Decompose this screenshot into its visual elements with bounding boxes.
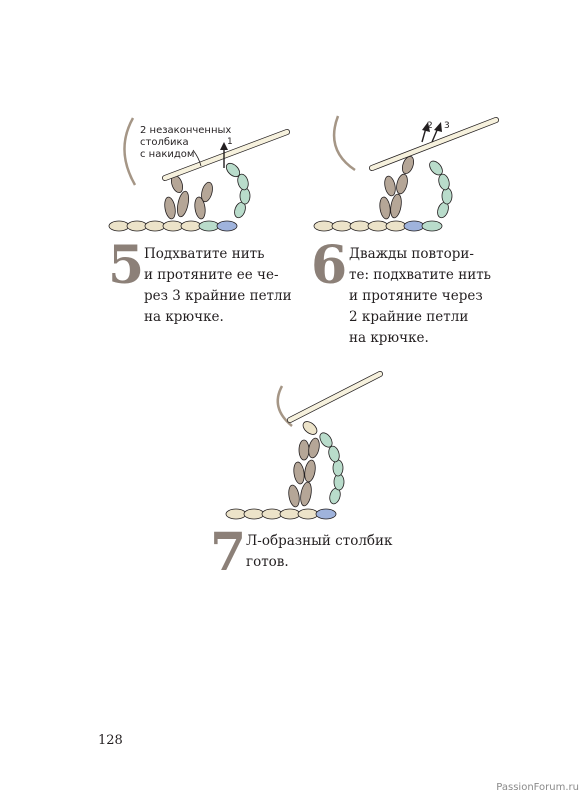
- step-6-number: 6: [311, 235, 348, 296]
- step-7-illustration: [225, 371, 383, 520]
- step-5-number: 5: [108, 235, 145, 296]
- page-number: 128: [98, 733, 123, 748]
- step-6-arrow-label-3: 3: [444, 121, 450, 131]
- step-5-arrow-label-1: 1: [227, 137, 233, 147]
- step-5-illustration: [108, 117, 290, 232]
- step-6-text: Дважды повтори- те: подхватите нить и пр…: [349, 246, 492, 346]
- step-6-illustration: [313, 115, 499, 232]
- step-5-text: Подхватите нить и протяните ее че- рез 3…: [144, 246, 292, 325]
- step-7-text: Л-образный столбик готов.: [246, 533, 393, 570]
- step-5-callout: 2 незаконченных столбика с накидом: [140, 125, 232, 160]
- watermark: PassionForum.ru: [496, 782, 579, 793]
- step-6-arrow-label-2: 2: [427, 121, 433, 131]
- step-7-number: 7: [210, 522, 247, 583]
